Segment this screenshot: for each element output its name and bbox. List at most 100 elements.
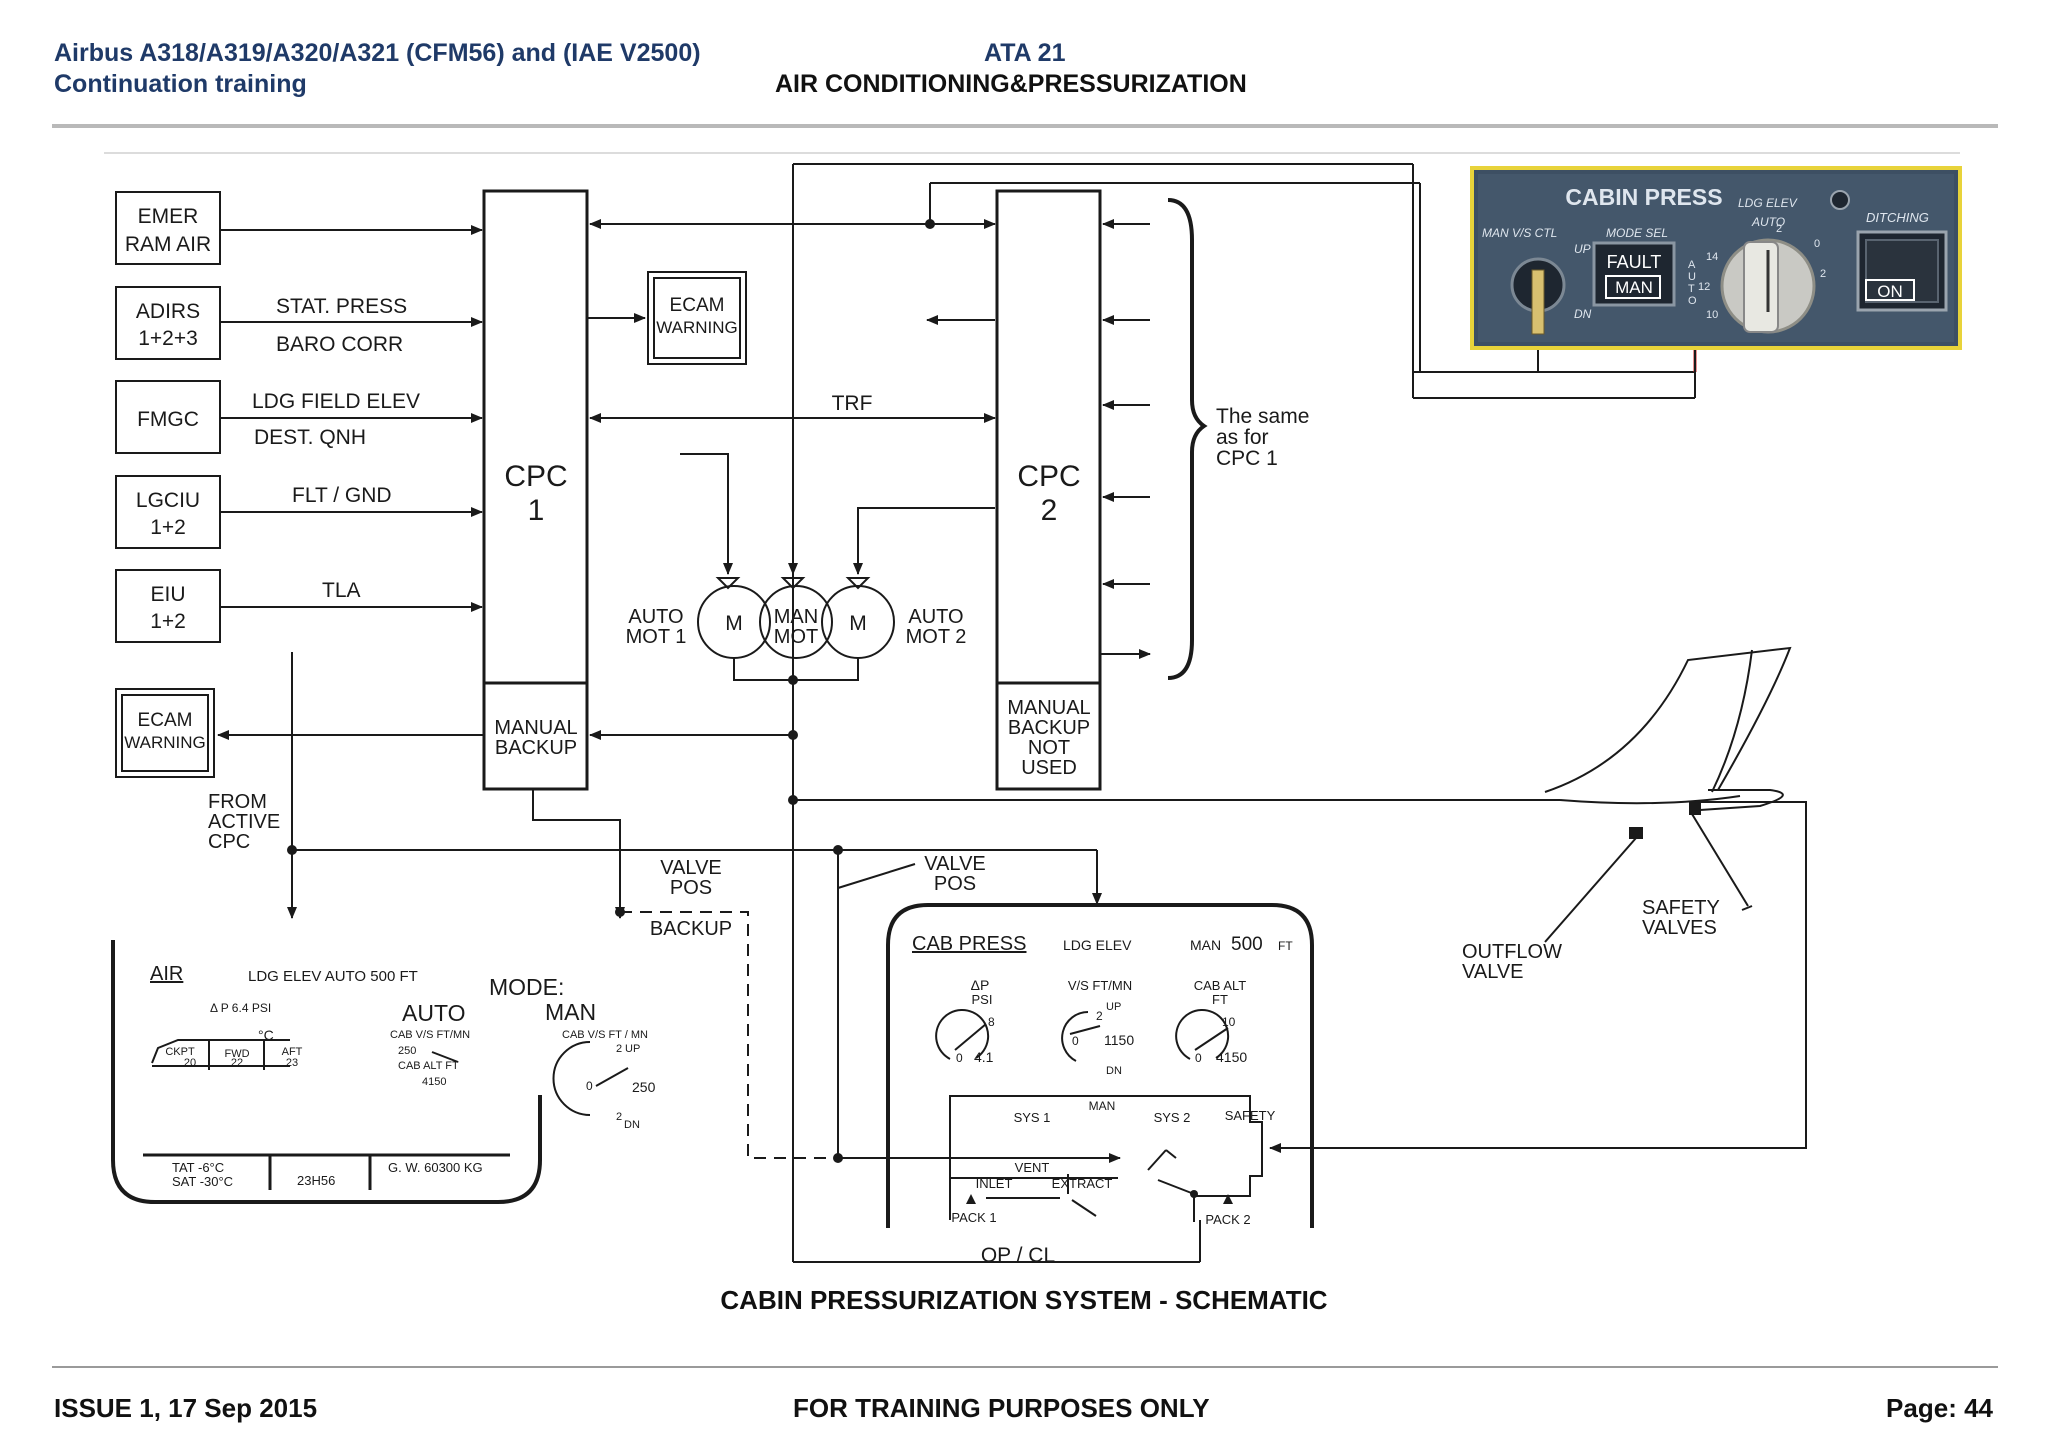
auto-mot2-line1: AUTO xyxy=(908,606,963,628)
cpc2-used-label: USED xyxy=(1021,757,1077,779)
air-ecam-page xyxy=(111,940,629,1204)
air-man-dn: DN xyxy=(624,1119,640,1131)
air-zone-aft-temp: 23 xyxy=(286,1057,298,1069)
air-auto-vs-value: 250 xyxy=(398,1045,416,1057)
dest-qnh-label: DEST. QNH xyxy=(254,426,366,449)
man-motor xyxy=(759,585,833,659)
aircraft-tail xyxy=(1544,646,1792,943)
press-alt-value: 4150 xyxy=(1216,1049,1247,1065)
header-doc-subtitle: Continuation training xyxy=(54,70,307,98)
panel-man: MAN xyxy=(1615,278,1653,297)
fmgc-label: FMGC xyxy=(137,408,199,431)
air-time: 23H56 xyxy=(297,1173,335,1188)
panel-ldg-elev: LDG ELEV xyxy=(1738,196,1798,210)
air-zone-fwd: FWD xyxy=(224,1048,249,1060)
panel-ditching: DITCHING xyxy=(1866,210,1929,225)
press-ldg-elev: LDG ELEV xyxy=(1063,937,1132,953)
panel-scale-12: 12 xyxy=(1698,281,1710,293)
panel-man-vs-ctl: MAN V/S CTL xyxy=(1482,226,1557,240)
adirs-label: ADIRS xyxy=(136,300,200,323)
press-vs-label: V/S FT/MN xyxy=(1068,978,1132,993)
safety-label: SAFETY xyxy=(1642,897,1720,919)
press-extract: EXTRACT xyxy=(1052,1176,1113,1191)
ecam-warning-center-box xyxy=(647,271,747,365)
man-mot-line2: MOT xyxy=(774,626,818,648)
panel-auto: AUTO xyxy=(1751,215,1785,229)
air-auto-label: AUTO xyxy=(402,1000,465,1026)
cabin-press-panel xyxy=(1470,166,1962,350)
flt-gnd-label: FLT / GND xyxy=(292,484,392,507)
cpc2-not-label: NOT xyxy=(1028,737,1070,759)
panel-auto-a: A xyxy=(1688,259,1696,271)
header-rule xyxy=(52,124,1998,128)
air-deg-c: °C xyxy=(258,1027,274,1043)
emer-ram-air-box xyxy=(115,191,221,265)
cpc1-box xyxy=(482,189,589,791)
air-ldg-elev: LDG ELEV AUTO 500 FT xyxy=(248,968,418,985)
header-doc-title: Airbus A318/A319/A320/A321 (CFM56) and (… xyxy=(54,39,701,67)
panel-scale-14: 14 xyxy=(1706,251,1718,263)
emer-label: EMER xyxy=(138,205,199,228)
ecam-label-center: ECAM xyxy=(670,295,725,316)
op-cl-label: OP / CL xyxy=(981,1244,1055,1267)
cpc1-manual-label: MANUAL xyxy=(494,717,577,739)
valve-pos-left-1: VALVE xyxy=(660,857,722,879)
press-vs-two: 2 xyxy=(1096,1009,1103,1023)
baro-corr-label: BARO CORR xyxy=(276,333,403,356)
cpc2-backup-label: BACKUP xyxy=(1008,717,1090,739)
trf-label: TRF xyxy=(832,392,873,415)
cpc-label: CPC xyxy=(208,831,250,853)
panel-auto-u: U xyxy=(1688,271,1696,283)
panel-fault: FAULT xyxy=(1607,252,1662,272)
air-man-two-up: 2 xyxy=(616,1043,622,1055)
cab-press-ecam-page xyxy=(886,903,1314,1228)
panel-on: ON xyxy=(1877,282,1903,301)
header-ata-title: AIR CONDITIONING&PRESSURIZATION xyxy=(775,70,1247,98)
air-man-value: 250 xyxy=(632,1079,656,1095)
motor1-m: M xyxy=(725,612,743,635)
press-vent: VENT xyxy=(1015,1160,1050,1175)
press-pack2: PACK 2 xyxy=(1205,1212,1250,1227)
air-auto-alt-value: 4150 xyxy=(422,1076,446,1088)
press-dp-value: 4.1 xyxy=(974,1049,994,1065)
press-sys2: SYS 2 xyxy=(1154,1110,1191,1125)
auto-mot2-line2: MOT 2 xyxy=(906,626,967,648)
press-safety: SAFETY xyxy=(1225,1108,1276,1123)
press-vs-value: 1150 xyxy=(1104,1032,1134,1048)
lgciu-label: LGCIU xyxy=(136,489,200,512)
auto-mot1-line2: MOT 1 xyxy=(626,626,687,648)
panel-scale-10: 10 xyxy=(1706,309,1718,321)
press-dp-label: ΔP xyxy=(971,977,990,993)
valve-pos-left-2: POS xyxy=(670,877,712,899)
cpc2-box xyxy=(995,189,1102,791)
press-alt-unit: FT xyxy=(1212,992,1228,1007)
outflow-label: OUTFLOW xyxy=(1462,941,1562,963)
panel-auto-o: O xyxy=(1688,295,1697,307)
footer-rule xyxy=(52,1366,1998,1368)
motor2-m: M xyxy=(849,612,867,635)
ram-air-label: RAM AIR xyxy=(125,233,211,256)
cpc2-num: 2 xyxy=(1041,494,1058,527)
valve-pos-right-1: VALVE xyxy=(924,853,986,875)
press-man-mode: MAN xyxy=(1089,1099,1116,1113)
panel-scale-0: 0 xyxy=(1814,238,1820,250)
cpc1-num: 1 xyxy=(528,494,545,527)
eiu-label: EIU xyxy=(150,583,185,606)
footer-page: Page: 44 xyxy=(1886,1393,1993,1423)
air-man-up: UP xyxy=(625,1043,640,1055)
press-alt-max: 10 xyxy=(1222,1015,1236,1029)
air-mode-label: MODE: xyxy=(489,974,564,1000)
press-man: MAN xyxy=(1190,937,1221,953)
press-vs-up: UP xyxy=(1106,1001,1121,1013)
same-as-line3: CPC 1 xyxy=(1216,447,1278,470)
press-vs-zero: 0 xyxy=(1072,1034,1079,1048)
air-delta-p: Δ P 6.4 PSI xyxy=(210,1001,271,1015)
press-alt-label: CAB ALT xyxy=(1194,978,1247,993)
air-auto-vs-unit: CAB V/S FT/MN xyxy=(390,1029,470,1041)
mode-sel-button xyxy=(1592,241,1676,307)
valve-pos-right-2: POS xyxy=(934,873,976,895)
panel-mode-sel: MODE SEL xyxy=(1606,226,1668,240)
press-man-unit: FT xyxy=(1278,939,1293,953)
